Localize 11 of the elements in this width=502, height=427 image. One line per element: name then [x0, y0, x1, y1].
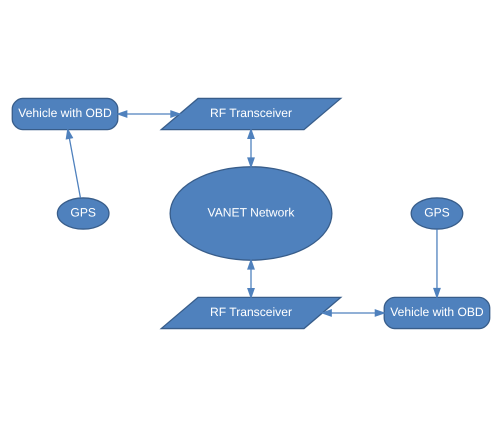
- node-ellipse: VANET Network: [169, 166, 333, 261]
- node-ellipse: GPS: [56, 197, 110, 230]
- arrow: [116, 110, 182, 118]
- node-ellipse: GPS: [410, 197, 464, 230]
- arrow: [247, 258, 255, 300]
- arrow: [433, 229, 441, 300]
- node-box: Vehicle with OBD: [384, 296, 490, 330]
- arrow: [247, 128, 255, 169]
- arrow: [320, 309, 386, 317]
- node-box: Vehicle with OBD: [12, 98, 118, 130]
- arrow: [66, 128, 82, 198]
